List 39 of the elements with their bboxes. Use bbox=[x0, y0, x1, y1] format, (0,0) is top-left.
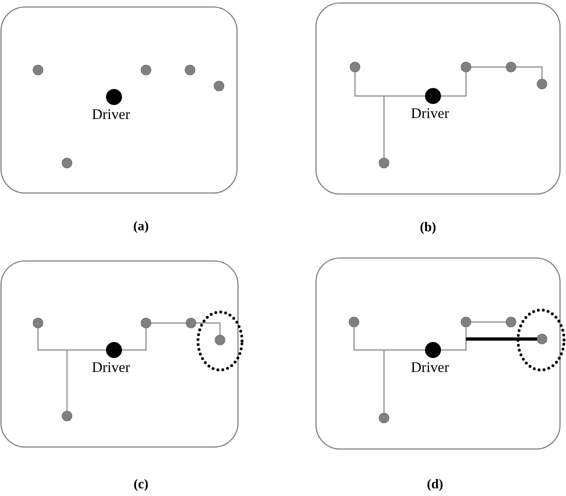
dot bbox=[184, 64, 196, 76]
connector-line bbox=[122, 328, 146, 350]
dot bbox=[536, 334, 548, 344]
dot bbox=[62, 158, 72, 168]
dot bbox=[214, 334, 226, 346]
dot bbox=[140, 318, 152, 328]
connector-line bbox=[440, 72, 466, 96]
connector-line bbox=[66, 350, 106, 412]
panel-caption: (b) bbox=[420, 222, 436, 234]
connector-line bbox=[150, 322, 186, 324]
dot bbox=[32, 64, 44, 76]
dot bbox=[506, 316, 516, 328]
connector-line bbox=[516, 66, 542, 80]
connector-line bbox=[440, 326, 466, 350]
dot-label: Driver bbox=[92, 362, 130, 372]
dot bbox=[506, 62, 516, 72]
dot bbox=[348, 316, 360, 328]
dot bbox=[378, 412, 390, 424]
dot-label: Driver bbox=[92, 109, 130, 120]
dot bbox=[214, 80, 224, 92]
dot bbox=[378, 158, 390, 168]
connector-line bbox=[470, 66, 506, 68]
panel-caption: (c) bbox=[134, 478, 148, 492]
dot bbox=[62, 410, 72, 422]
connector-line bbox=[466, 337, 537, 341]
dot bbox=[140, 64, 152, 76]
dot bbox=[32, 318, 44, 328]
panel-caption: (d) bbox=[427, 478, 443, 492]
dot-label: Driver bbox=[411, 362, 449, 372]
dot bbox=[350, 62, 360, 72]
dot bbox=[460, 62, 472, 72]
connector-line bbox=[384, 350, 426, 414]
dot-label: Driver bbox=[411, 108, 449, 118]
dot bbox=[460, 316, 472, 328]
connector-line bbox=[384, 96, 426, 158]
panel-caption: (a) bbox=[134, 220, 148, 234]
dot bbox=[536, 78, 548, 90]
dot bbox=[186, 318, 196, 328]
connector-line bbox=[196, 322, 220, 336]
